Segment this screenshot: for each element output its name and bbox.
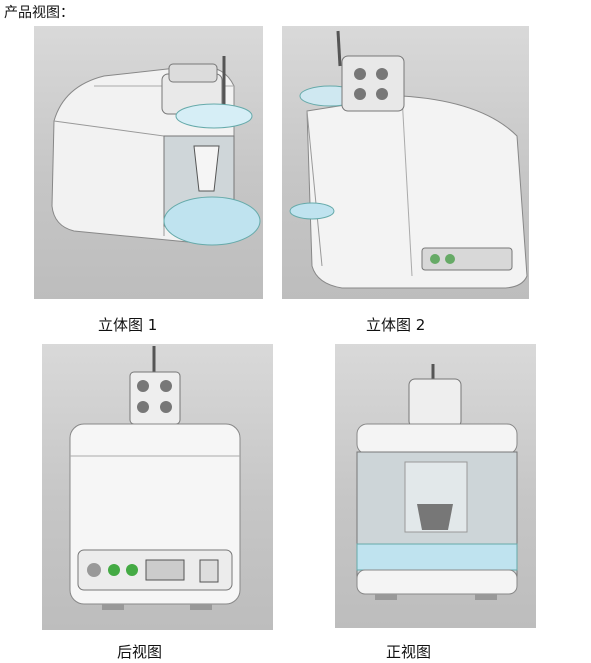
- caption-isometric-1: 立体图 1: [98, 316, 158, 334]
- caption-rear-view: 后视图: [117, 643, 163, 661]
- rear-view-image: [42, 344, 273, 630]
- isometric-view-2-image: [282, 26, 529, 299]
- caption-front-view: 正视图: [386, 643, 432, 661]
- page-heading: 产品视图：: [4, 5, 74, 21]
- front-view-image: [335, 344, 536, 628]
- isometric-view-1-image: [34, 26, 263, 299]
- caption-isometric-2: 立体图 2: [366, 316, 426, 334]
